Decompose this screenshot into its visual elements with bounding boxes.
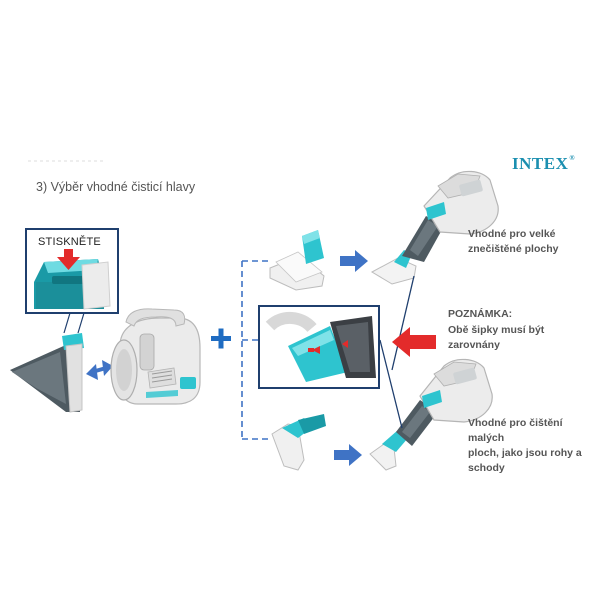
option-bracket: [241, 260, 268, 440]
plus-icon: [211, 328, 231, 349]
note-line: Obě šipky musí být: [448, 324, 545, 336]
caption-line: znečištěné plochy: [468, 243, 559, 255]
caption-line: ploch, jako jsou rohy a: [468, 447, 582, 459]
left-arrow-icon: [392, 327, 436, 357]
caption-line: schody: [468, 462, 505, 474]
note-text: Obě šipky musí být zarovnány: [448, 323, 558, 353]
right-arrow-icon: [340, 250, 368, 272]
alignment-detail: [258, 305, 380, 389]
motor-body: [110, 308, 201, 405]
caption-line: Vhodné pro čištění malých: [468, 417, 563, 444]
intex-logo: INTEX®: [512, 154, 575, 174]
vacuum-with-small-head: [369, 339, 493, 471]
note-title: POZNÁMKA:: [448, 308, 513, 320]
large-cleaning-head: [269, 230, 325, 291]
small-cleaning-head: [271, 414, 326, 471]
vacuum-with-large-head: [370, 170, 499, 371]
logo-registered-mark: ®: [569, 154, 576, 162]
press-label: STISKNĚTE: [38, 236, 101, 248]
large-head-caption: Vhodné pro velké znečištěné plochy: [468, 227, 558, 257]
press-callout: [25, 228, 119, 334]
right-arrow-icon: [334, 444, 362, 466]
press-arrow-icon: [57, 249, 80, 270]
vacuum-nozzle: [10, 333, 84, 413]
note-line: zarovnány: [448, 339, 500, 351]
caption-line: Vhodné pro velké: [468, 228, 556, 240]
small-head-caption: Vhodné pro čištění malých ploch, jako js…: [468, 416, 593, 476]
double-arrow-icon: [86, 360, 113, 380]
step-heading: 3) Výběr vhodné čisticí hlavy: [36, 180, 196, 194]
logo-text: INTEX: [512, 154, 569, 173]
